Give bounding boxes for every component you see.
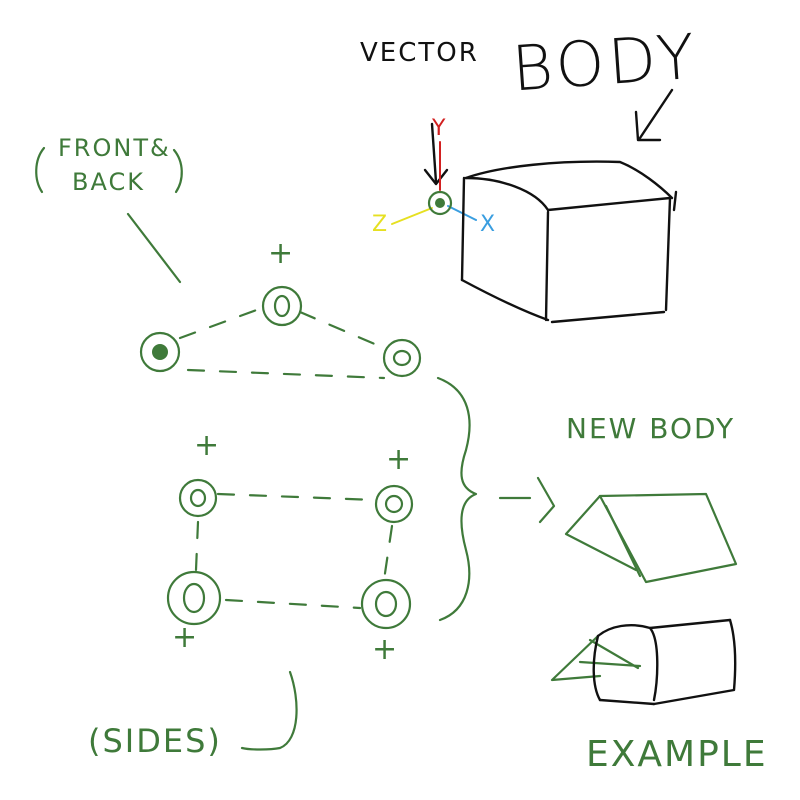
axis-y-label: Y [432,116,448,141]
right-arrow [498,476,556,524]
plus-mark-quad-top-right: + [386,442,414,477]
example-label: EXAMPLE [586,734,768,775]
quad-vertex-top-left [178,478,218,518]
new-body-wedge [564,492,738,584]
example-body [592,618,737,706]
vector-label: VECTOR [360,38,479,68]
front-back-bracket [35,146,183,284]
new-body-label: NEW BODY [566,412,736,445]
plus-mark-quad-bottom-left: + [172,620,200,655]
example-wedge [550,634,642,682]
sides-label: (SIDES) [88,722,222,760]
body-shape [460,160,678,324]
triangle-edges [178,306,386,380]
plus-mark-quad-top-left: + [194,428,222,463]
triangle-vertex-left [139,331,181,373]
quad-vertex-bottom-right [360,578,412,630]
triangle-vertex-right [382,338,422,378]
vector-vertex [427,190,453,216]
axis-x-label: X [480,212,498,237]
plus-mark-quad-bottom-right: + [372,632,400,667]
quad-vertex-top-right [374,484,414,524]
triangle-vertex-top [261,285,303,327]
axis-z-label: Z [372,212,390,237]
quad-edges [194,492,394,610]
axis-x-line [447,205,477,221]
front-back-label-line1: FRONT& [58,134,171,162]
curly-brace [436,376,478,622]
vector-down-arrow [423,122,449,186]
sides-bracket [240,670,298,751]
front-back-label-line2: BACK [72,168,145,196]
quad-vertex-bottom-left [166,570,222,626]
body-title: BODY [509,19,701,106]
axis-z-line [391,207,433,225]
plus-mark-triangle-top: + [268,236,296,271]
body-arrow [634,88,674,142]
